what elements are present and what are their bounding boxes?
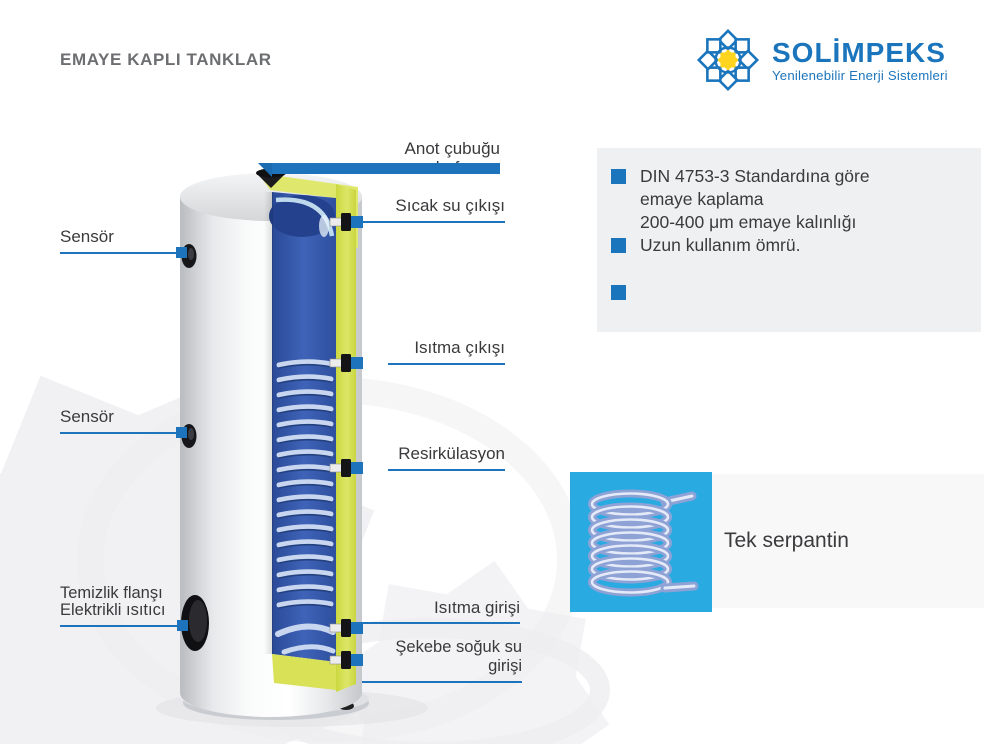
sensor-top-leader-end [176, 247, 187, 258]
single-coil-box [570, 472, 712, 612]
label-mains-cold-inlet: Şekebe soğuk su girişi [362, 638, 522, 683]
label-cleaning-flange: Temizlik flanşı [60, 584, 163, 602]
label-sensor-top: Sensör [60, 227, 187, 254]
logo-tagline: Yenilenebilir Enerji Sistemleri [772, 68, 948, 83]
feature-item: Uzun kullanım ömrü. [611, 234, 965, 257]
cleaning-flange-leader-end [177, 620, 188, 631]
enamel-bottom-face [272, 654, 336, 690]
feature-line: 200-400 μm emaye kalınlığı [640, 212, 857, 232]
features-box: DIN 4753-3 Standardına göre emaye kaplam… [597, 148, 981, 332]
page-title: EMAYE KAPLI TANKLAR [60, 50, 272, 69]
sensor-bottom-leader-end [176, 427, 187, 438]
bullet-square-icon [611, 169, 626, 184]
bullet-square-icon [611, 285, 626, 300]
tank-cutaway-illustration [156, 164, 428, 727]
label-heating-inlet: Isıtma girişi [362, 598, 520, 624]
feature-item-empty [611, 281, 965, 300]
cleaning-flange-fitting [181, 595, 209, 651]
enamel-right-band [336, 184, 356, 692]
label-electric-heater: Elektrikli ısıtıcı [60, 601, 166, 619]
interior-dome [269, 195, 335, 237]
heat-exchanger-coil-ribs [275, 362, 336, 655]
solimpeks-logo-icon [696, 28, 760, 92]
anode-leader-arrow [258, 163, 272, 177]
label-recirculation: Resirkülasyon [388, 444, 505, 471]
label-sensor-bottom: Sensör [60, 407, 187, 434]
label-cleaning-flange-heater: Temizlik flanşı Elektrikli ısıtıcı [60, 585, 188, 627]
feature-line: DIN 4753-3 Standardına göre [640, 166, 870, 186]
label-hot-water-outlet: Sıcak su çıkışı [362, 196, 505, 223]
coil-caption: Tek serpantin [724, 529, 849, 552]
anode-leader-bar [271, 163, 500, 174]
feature-line: emaye kaplama [640, 189, 764, 209]
bullet-square-icon [611, 238, 626, 253]
single-coil-icon [588, 489, 699, 597]
enamel-top-face [258, 173, 358, 248]
label-heating-outlet: Isıtma çıkışı [388, 338, 505, 365]
solimpeks-logo: SOLİMPEKS Yenilenebilir Enerji Sistemler… [696, 26, 956, 92]
coil-caption-panel [712, 474, 984, 608]
feature-line: Uzun kullanım ömrü. [640, 235, 801, 255]
feature-item: DIN 4753-3 Standardına göre emaye kaplam… [611, 165, 965, 234]
logo-name: SOLİMPEKS [772, 37, 946, 68]
